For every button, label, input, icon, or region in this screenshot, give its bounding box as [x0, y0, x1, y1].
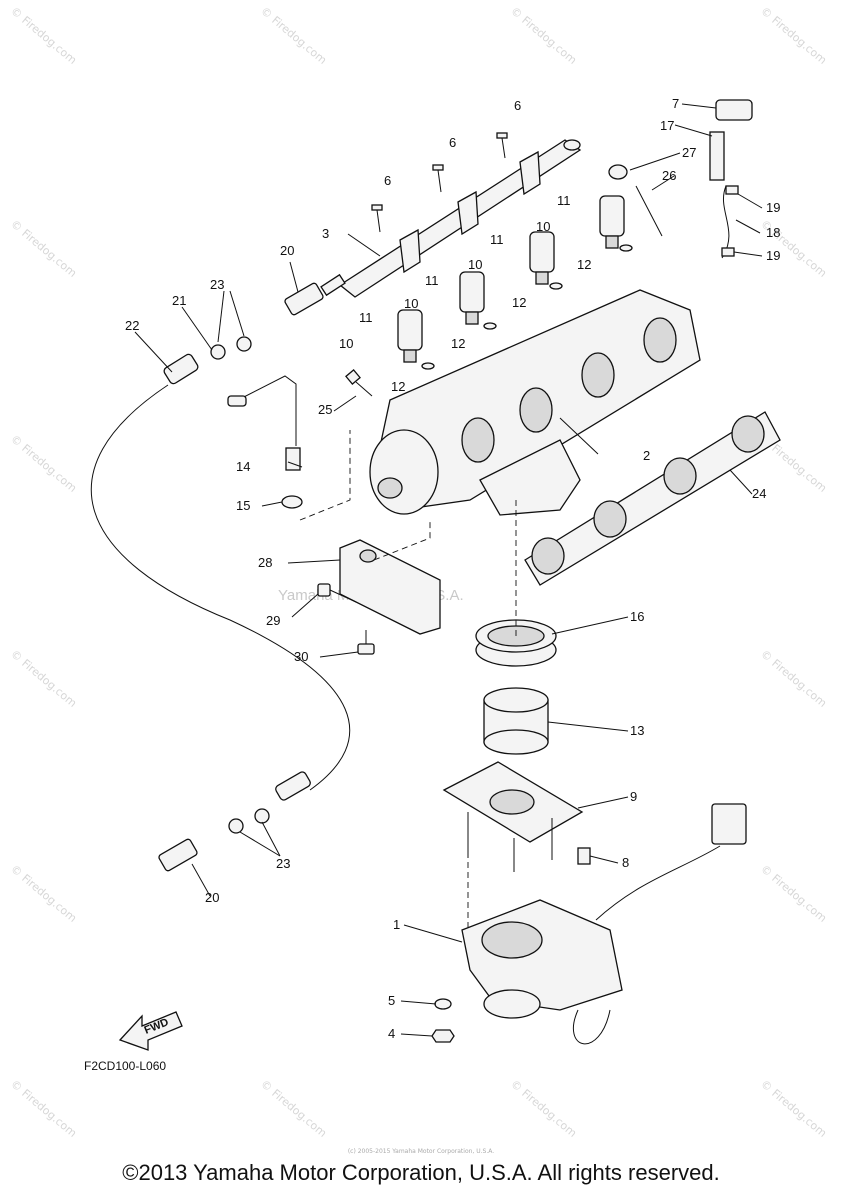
- callout-16: 16: [630, 609, 644, 624]
- callout-19: 19: [766, 200, 780, 215]
- callout-29: 29: [266, 613, 280, 628]
- callout-21: 21: [172, 293, 186, 308]
- callout-6: 6: [449, 135, 456, 150]
- callout-12: 12: [391, 379, 405, 394]
- injectors: [397, 195, 633, 370]
- callout-23: 23: [210, 277, 224, 292]
- callout-22: 22: [125, 318, 139, 333]
- callout-1: 1: [393, 917, 400, 932]
- callout-13: 13: [630, 723, 644, 738]
- site-watermark: © Firedog.com: [258, 1077, 329, 1140]
- copyright-notice: ©2013 Yamaha Motor Corporation, U.S.A. A…: [122, 1160, 720, 1185]
- callout-11: 11: [425, 273, 439, 288]
- callout-6: 6: [514, 98, 521, 113]
- callout-26: 26: [662, 168, 676, 183]
- throttle-plate: [442, 761, 591, 872]
- washer-5: [434, 998, 452, 1010]
- throttle-body: [461, 803, 747, 1045]
- fine-print: (c) 2005-2015 Yamaha Motor Corporation, …: [347, 1148, 495, 1155]
- callout-6: 6: [384, 173, 391, 188]
- callout-23: 23: [276, 856, 290, 871]
- site-watermark: © Firedog.com: [758, 1077, 829, 1140]
- flame-arrestor: [483, 687, 549, 755]
- alignment-lines: [299, 430, 517, 930]
- callouts: 1 2 3 4 5 6 6 6 7 8 9 10 10 10 10 11 11 …: [125, 96, 780, 1041]
- callout-10: 10: [536, 219, 550, 234]
- site-watermark: © Firedog.com: [8, 647, 79, 710]
- callout-12: 12: [451, 336, 465, 351]
- callout-12: 12: [512, 295, 526, 310]
- site-watermark: © Firedog.com: [758, 647, 829, 710]
- throttle-seal: [475, 619, 557, 667]
- callout-15: 15: [236, 498, 250, 513]
- fwd-arrow-icon: FWD: [118, 1011, 183, 1051]
- intake-manifold: [369, 289, 701, 516]
- site-watermark: © Firedog.com: [8, 217, 79, 280]
- manifold-gasket: [524, 411, 781, 586]
- throttle-cable: [90, 282, 351, 872]
- site-watermark: © Firedog.com: [508, 4, 579, 67]
- callout-20: 20: [205, 890, 219, 905]
- callout-24: 24: [752, 486, 766, 501]
- site-watermark: © Firedog.com: [758, 4, 829, 67]
- site-watermark: © Firedog.com: [508, 1077, 579, 1140]
- callout-28: 28: [258, 555, 272, 570]
- bracket: [317, 539, 441, 655]
- temp-sensor: [227, 375, 303, 509]
- site-watermark: © Firedog.com: [8, 862, 79, 925]
- callout-9: 9: [630, 789, 637, 804]
- callout-27: 27: [682, 145, 696, 160]
- callout-10: 10: [339, 336, 353, 351]
- callout-4: 4: [388, 1026, 395, 1041]
- callout-10: 10: [468, 257, 482, 272]
- callout-18: 18: [766, 225, 780, 240]
- callout-3: 3: [322, 226, 329, 241]
- callout-10: 10: [404, 296, 418, 311]
- fuel-rail: [320, 139, 582, 298]
- nut-4: [431, 1029, 455, 1043]
- rail-bolts: [371, 132, 508, 233]
- leader-lines: [134, 103, 763, 1037]
- callout-20: 20: [280, 243, 294, 258]
- diagram-code: F2CD100-L060: [84, 1059, 166, 1073]
- callout-25: 25: [318, 402, 332, 417]
- callout-11: 11: [359, 310, 373, 325]
- sensor-assembly: [608, 99, 753, 259]
- callout-12: 12: [577, 257, 591, 272]
- callout-30: 30: [294, 649, 308, 664]
- bolt-25: [345, 369, 373, 397]
- callout-8: 8: [622, 855, 629, 870]
- callout-17: 17: [660, 118, 674, 133]
- site-watermark: © Firedog.com: [758, 862, 829, 925]
- callout-11: 11: [557, 193, 571, 208]
- callout-11: 11: [490, 232, 504, 247]
- site-watermark: © Firedog.com: [8, 432, 79, 495]
- site-watermark: © Firedog.com: [8, 4, 79, 67]
- callout-2: 2: [643, 448, 650, 463]
- callout-14: 14: [236, 459, 250, 474]
- callout-7: 7: [672, 96, 679, 111]
- callout-5: 5: [388, 993, 395, 1008]
- callout-19: 19: [766, 248, 780, 263]
- site-watermark: © Firedog.com: [8, 1077, 79, 1140]
- site-watermark: © Firedog.com: [258, 4, 329, 67]
